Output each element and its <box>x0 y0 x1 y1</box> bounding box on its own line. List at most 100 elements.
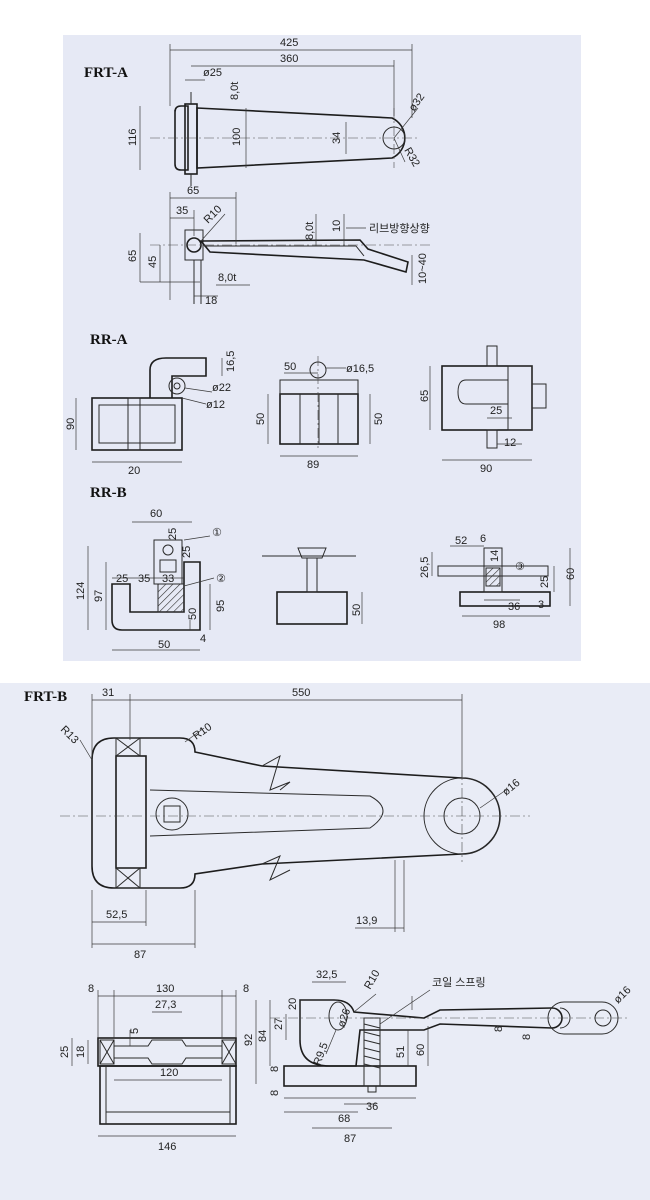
dim-rr-a-50: 90 <box>65 418 77 430</box>
dim-rr-a-16-5: 16,5 <box>225 351 237 372</box>
dim-rr-b-3: 3 <box>538 599 544 611</box>
dim-rr-a-50-left: 50 <box>255 413 267 425</box>
dim-frt-a-8t-side: 8,0t <box>304 222 316 240</box>
dim-frt-a-360: 360 <box>280 53 298 65</box>
dim-frt-a-18: 18 <box>205 295 217 307</box>
dim-frt-b-d16: ø16 <box>500 777 522 798</box>
frt-b-top-view: 31 550 R13 R10 ø16 52,5 87 13,9 <box>58 687 530 961</box>
dim-rr-b-60: 60 <box>150 508 162 520</box>
dim-rr-a-89: 89 <box>307 459 319 471</box>
dim-rr-b-33: 33 <box>162 573 174 585</box>
dim-frt-b-87: 87 <box>134 949 146 961</box>
dim-frt-a-d25: ø25 <box>203 67 222 79</box>
dim-rr-b-95: 95 <box>215 600 227 612</box>
dim-frt-a-r32: R32 <box>401 146 421 169</box>
dim-frt-b-r10-side: R10 <box>362 968 382 991</box>
rr-a-view-2: 50 ø16,5 50 50 89 <box>255 356 385 471</box>
dim-frt-a-65: 65 <box>187 185 199 197</box>
dim-frt-b-r9-5: R9,5 <box>312 1041 331 1067</box>
rr-a-view-1: 90 20 16,5 ø22 ø12 <box>65 351 237 477</box>
rr-b-view-1: 60 25 25 124 97 25 35 33 95 50 4 50 ① ② <box>75 508 227 651</box>
dim-frt-b-8-b: 8 <box>521 1034 533 1040</box>
dim-rr-b-124: 124 <box>75 582 87 600</box>
section-title-rr-a: RR-A <box>90 332 128 348</box>
dim-frt-b-27-3: 27,3 <box>155 999 176 1011</box>
dim-frt-b-d16-side: ø16 <box>612 984 634 1006</box>
frt-b-section-view: 8 130 8 27,3 5 25 18 120 146 <box>59 983 249 1153</box>
dim-rr-a-50-right: 50 <box>373 413 385 425</box>
dim-frt-a-d32: ø32 <box>407 91 428 113</box>
dim-frt-a-8t: 8,0t <box>229 82 241 100</box>
dim-frt-b-8-a: 8 <box>493 1026 505 1032</box>
dim-frt-b-130: 130 <box>156 983 174 995</box>
dim-rr-a-65: 65 <box>419 390 431 402</box>
dim-rr-b-25: 25 <box>116 573 128 585</box>
rr-b-view-2: 50 <box>262 547 363 625</box>
dim-rr-b-4: 4 <box>200 633 206 645</box>
dim-frt-b-146: 146 <box>158 1141 176 1153</box>
section-title-frt-b: FRT-B <box>24 689 67 705</box>
dim-rr-b-6: 6 <box>480 533 486 545</box>
dim-frt-b-r13: R13 <box>58 724 81 747</box>
dim-rr-b-35: 35 <box>138 573 150 585</box>
marker-3: ③ <box>515 561 525 573</box>
rr-a-view-3: 65 25 12 90 <box>419 345 547 475</box>
dim-frt-a-10: 10 <box>331 220 343 232</box>
dim-rr-a-d12: ø12 <box>206 399 225 411</box>
dim-rr-a-90-right: 90 <box>480 463 492 475</box>
frt-b-side-view: 32,5 R10 코일 스프링 ø16 92 84 27 20 ø26 R9,5… <box>243 968 634 1145</box>
dim-frt-a-r10: R10 <box>202 203 225 226</box>
dim-frt-b-84: 84 <box>257 1030 269 1042</box>
dim-frt-a-10-40: 10~40 <box>417 253 429 284</box>
dim-frt-b-60: 60 <box>415 1044 427 1056</box>
dim-frt-a-35: 35 <box>176 205 188 217</box>
frt-a-side-view: 65 35 R10 8,0t 10 리브방향상향 65 45 8,0t 18 1… <box>127 185 430 307</box>
dim-frt-a-34: 34 <box>331 132 343 144</box>
dim-frt-a-425: 425 <box>280 37 298 49</box>
dim-frt-b-20: 20 <box>287 998 299 1010</box>
dim-frt-b-r10: R10 <box>191 721 214 742</box>
dim-rr-a-20: 50 <box>284 361 296 373</box>
dim-rr-a-90: 20 <box>128 465 140 477</box>
dim-frt-a-45: 45 <box>147 256 159 268</box>
dim-frt-b-120: 120 <box>160 1067 178 1079</box>
dim-frt-a-100: 100 <box>231 128 243 146</box>
dim-rr-b-14: 14 <box>489 550 501 562</box>
dim-frt-b-25: 25 <box>59 1046 71 1058</box>
dim-rr-b-50-bottom: 50 <box>158 639 170 651</box>
dim-rr-b-97: 97 <box>93 590 105 602</box>
dim-frt-b-31: 31 <box>102 687 114 699</box>
dim-rr-b-26-5: 26,5 <box>419 557 431 578</box>
dim-rr-a-d16-5: ø16,5 <box>346 363 374 375</box>
dim-frt-b-87-side: 87 <box>344 1133 356 1145</box>
rr-b-view-3: 26,5 52 6 14 ③ 25 60 36 3 98 <box>419 533 577 631</box>
dim-frt-b-18: 18 <box>75 1046 87 1058</box>
dim-frt-b-52-5: 52,5 <box>106 909 127 921</box>
dim-frt-a-8t-bottom: 8,0t <box>218 272 236 284</box>
dim-frt-b-27: 27 <box>273 1018 285 1030</box>
note-coil-spring: 코일 스프링 <box>432 975 486 989</box>
dim-rr-b-25-top: 25 <box>167 528 179 540</box>
dim-rr-a-12: 12 <box>504 437 516 449</box>
dim-rr-b-25-side: 25 <box>181 546 193 558</box>
dim-rr-b-25-view3: 25 <box>539 576 551 588</box>
dim-frt-b-68: 68 <box>338 1113 350 1125</box>
marker-2: ② <box>216 573 226 585</box>
section-title-frt-a: FRT-A <box>84 65 128 81</box>
dim-rr-b-50-inner: 50 <box>187 608 199 620</box>
dim-frt-b-8-right: 8 <box>243 983 249 995</box>
dim-rr-b-36: 36 <box>508 601 520 613</box>
dim-rr-b-60: 60 <box>565 568 577 580</box>
marker-1: ① <box>212 527 222 539</box>
dim-frt-b-51: 51 <box>395 1046 407 1058</box>
dim-frt-b-5: 5 <box>129 1028 141 1034</box>
dim-frt-b-8-left: 8 <box>88 983 94 995</box>
frt-a-top-view: 425 360 ø25 8,0t 116 100 34 ø32 R32 <box>127 37 427 186</box>
dim-frt-b-8-c: 8 <box>269 1066 281 1072</box>
dim-frt-a-65-side: 65 <box>127 250 139 262</box>
section-title-rr-b: RR-B <box>90 485 127 501</box>
dim-frt-b-8-d: 8 <box>269 1090 281 1096</box>
dim-rr-a-d22: ø22 <box>212 382 231 394</box>
dim-rr-a-25: 25 <box>490 405 502 417</box>
